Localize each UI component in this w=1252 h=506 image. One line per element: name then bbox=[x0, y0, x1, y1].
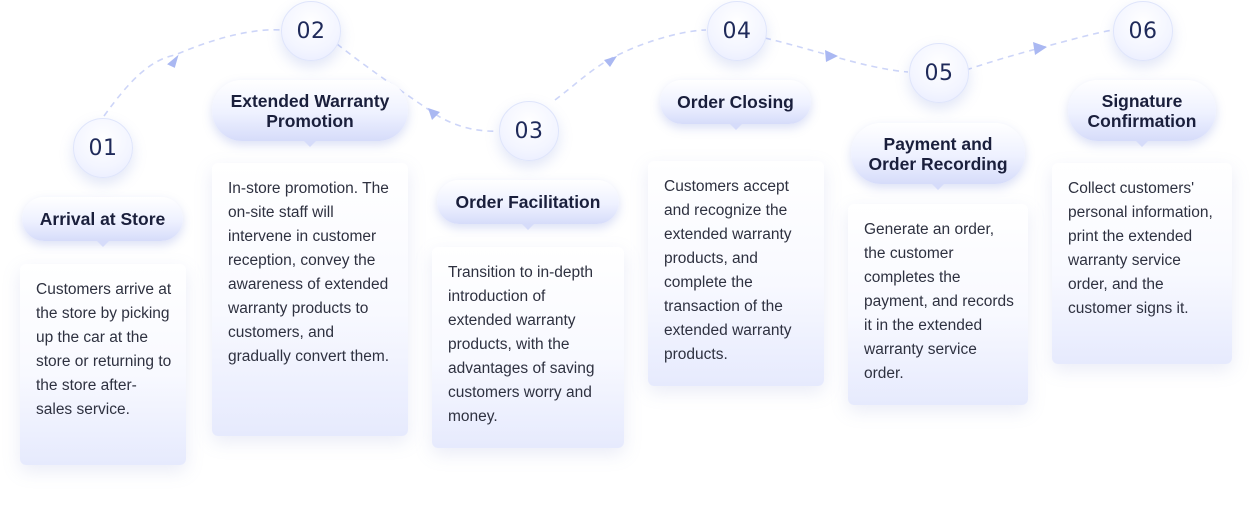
step-card-02: In-store promotion. The on-site staff wi… bbox=[212, 163, 408, 436]
step-title-03: Order Facilitation bbox=[437, 180, 619, 230]
step-card-03: Transition to in-depth introduction of e… bbox=[432, 247, 624, 448]
step-number-03: 03 bbox=[499, 101, 559, 161]
step-card-05: Generate an order, the customer complete… bbox=[848, 204, 1028, 405]
step-card-01: Customers arrive at the store by picking… bbox=[20, 264, 186, 465]
step-number-02: 02 bbox=[281, 1, 341, 61]
step-title-02: Extended Warranty Promotion bbox=[212, 80, 408, 147]
step-title-06: Signature Confirmation bbox=[1068, 80, 1216, 147]
step-number-06: 06 bbox=[1113, 1, 1173, 61]
step-title-01: Arrival at Store bbox=[22, 197, 183, 247]
step-card-04: Customers accept and recognize the exten… bbox=[648, 161, 824, 386]
step-number-01: 01 bbox=[73, 118, 133, 178]
step-number-05: 05 bbox=[909, 43, 969, 103]
step-title-05: Payment and Order Recording bbox=[851, 123, 1025, 190]
step-number-04: 04 bbox=[707, 1, 767, 61]
step-title-04: Order Closing bbox=[660, 80, 811, 130]
step-card-06: Collect customers' personal information,… bbox=[1052, 163, 1232, 364]
